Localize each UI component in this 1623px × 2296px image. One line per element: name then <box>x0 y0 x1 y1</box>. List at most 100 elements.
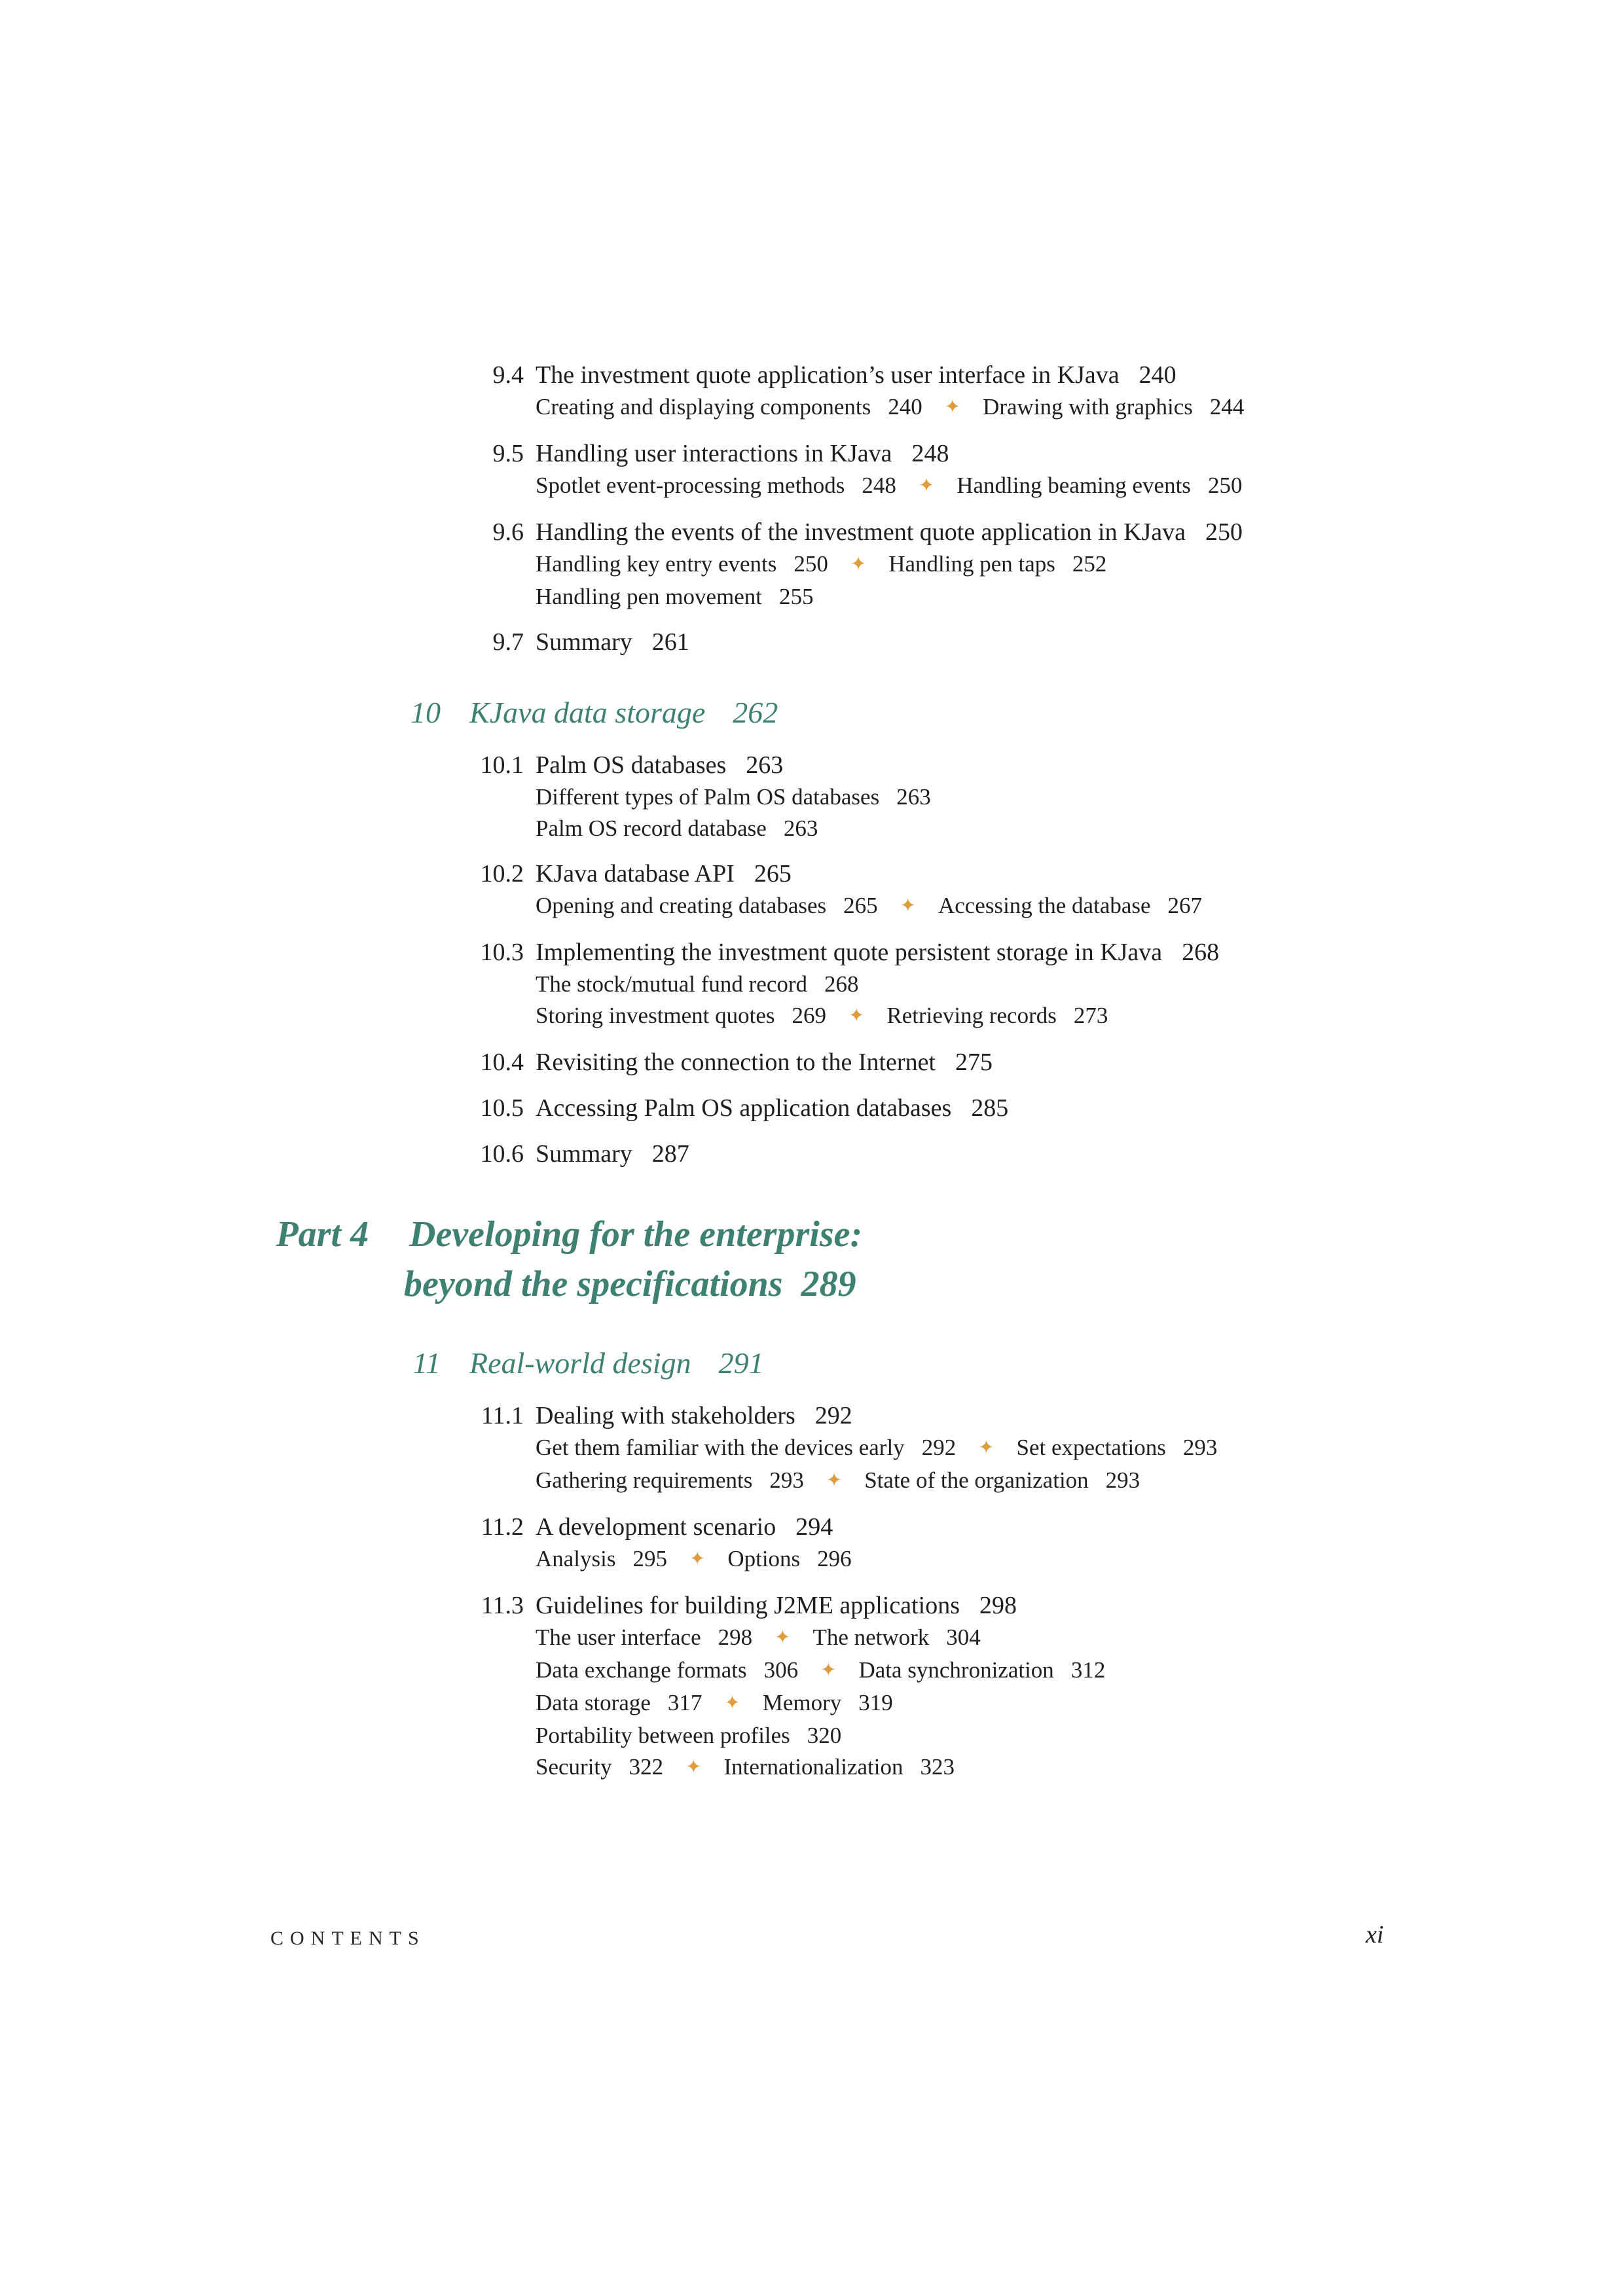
entry-number: 9.5 <box>492 440 524 467</box>
subentry-page: 323 <box>920 1754 955 1780</box>
subentry-title: Opening and creating databases <box>536 893 827 918</box>
entry-page: 294 <box>795 1513 833 1541</box>
subentry-page: 295 <box>632 1546 668 1571</box>
diamond-icon: ✦ <box>848 1005 865 1026</box>
diamond-icon: ✦ <box>685 1757 702 1778</box>
subentry-page: 250 <box>793 551 828 577</box>
entry-page: 285 <box>971 1094 1009 1122</box>
entry-title: The investment quote application’s user … <box>536 361 1120 389</box>
subentry-title: Handling beaming events <box>957 473 1191 498</box>
subentry-page: 267 <box>1167 893 1203 918</box>
entry-number: 11.1 <box>481 1402 524 1429</box>
subentry-line: Palm OS record database 263 <box>536 813 1504 844</box>
entry-page: 248 <box>911 440 949 467</box>
subentry-title: Portability between profiles <box>536 1723 790 1748</box>
chapter-title: Real-world design <box>469 1346 691 1380</box>
footer-contents-label: CONTENTS <box>270 1928 426 1949</box>
subentry-page: 273 <box>1073 1003 1108 1028</box>
subentry-page: 298 <box>718 1624 753 1650</box>
diamond-icon: ✦ <box>978 1437 994 1458</box>
subentry-title: The network <box>812 1624 930 1650</box>
subentry-title: Data exchange formats <box>536 1657 747 1683</box>
subentry-title: Data storage <box>536 1690 651 1715</box>
subentry-page: 252 <box>1072 551 1107 577</box>
entry-number: 10.6 <box>480 1140 524 1168</box>
subentry-page: 293 <box>769 1467 804 1493</box>
subentry-title: Retrieving records <box>886 1003 1057 1028</box>
subentry-page: 244 <box>1209 394 1245 420</box>
chapter-page: 291 <box>718 1346 764 1380</box>
subentry-title: Palm OS record database <box>536 816 767 841</box>
entry-page: 263 <box>746 751 784 779</box>
subentry-line: Portability between profiles 320 <box>536 1720 1504 1751</box>
subentry-title: The user interface <box>536 1624 701 1650</box>
entry-title: Implementing the investment quote persis… <box>536 939 1163 966</box>
subentry-page: 263 <box>783 816 818 841</box>
subentry-title: Get them familiar with the devices early <box>536 1435 905 1460</box>
entry-page: 287 <box>651 1140 689 1168</box>
subentry-page: 293 <box>1105 1467 1140 1493</box>
subentry-title: The stock/mutual fund record <box>536 971 808 997</box>
entry-title: Handling user interactions in KJava <box>536 440 892 467</box>
subentry-title: Handling pen movement <box>536 584 763 609</box>
diamond-icon: ✦ <box>918 475 935 496</box>
entry-title: KJava database API <box>536 860 735 888</box>
entry-page: 268 <box>1182 939 1220 966</box>
entry-title: Palm OS databases <box>536 751 727 779</box>
subentry-title: State of the organization <box>864 1467 1089 1493</box>
subentry-page: 268 <box>824 971 859 997</box>
subentry-line: Get them familiar with the devices early… <box>536 1432 1504 1465</box>
subentry-page: 320 <box>807 1723 842 1748</box>
diamond-icon: ✦ <box>826 1470 843 1491</box>
diamond-icon: ✦ <box>850 554 867 575</box>
chapter-title: KJava data storage <box>469 696 706 729</box>
footer-page-number: xi <box>1366 1921 1384 1948</box>
diamond-icon: ✦ <box>820 1660 837 1681</box>
subentry-title: Accessing the database <box>938 893 1151 918</box>
subentry-page: 240 <box>888 394 922 420</box>
entry-line: 9.5 Handling user interactions in KJava 24… <box>493 437 1504 470</box>
entry-title: Summary <box>536 628 632 656</box>
part-title-continued: beyond the specifications <box>404 1264 783 1304</box>
entry-page: 261 <box>651 628 689 656</box>
subentry-page: 263 <box>896 784 931 810</box>
subentry-title: Different types of Palm OS databases <box>536 784 880 810</box>
subentry-title: Creating and displaying components <box>536 394 871 420</box>
subentry-title: Handling pen taps <box>888 551 1055 577</box>
entry-page: 275 <box>955 1049 993 1076</box>
chapter-number: 10 <box>410 696 441 729</box>
entry-page: 298 <box>979 1592 1017 1619</box>
subentry-title: Memory <box>762 1690 842 1715</box>
diamond-icon: ✦ <box>724 1693 740 1713</box>
entry-title: A development scenario <box>536 1513 776 1541</box>
entry-number: 11.3 <box>481 1592 524 1619</box>
entry-number: 10.5 <box>480 1094 524 1122</box>
subentry-page: 322 <box>629 1754 664 1780</box>
entry-title: Handling the events of the investment qu… <box>536 518 1186 546</box>
subentry-title: Set expectations <box>1016 1435 1166 1460</box>
